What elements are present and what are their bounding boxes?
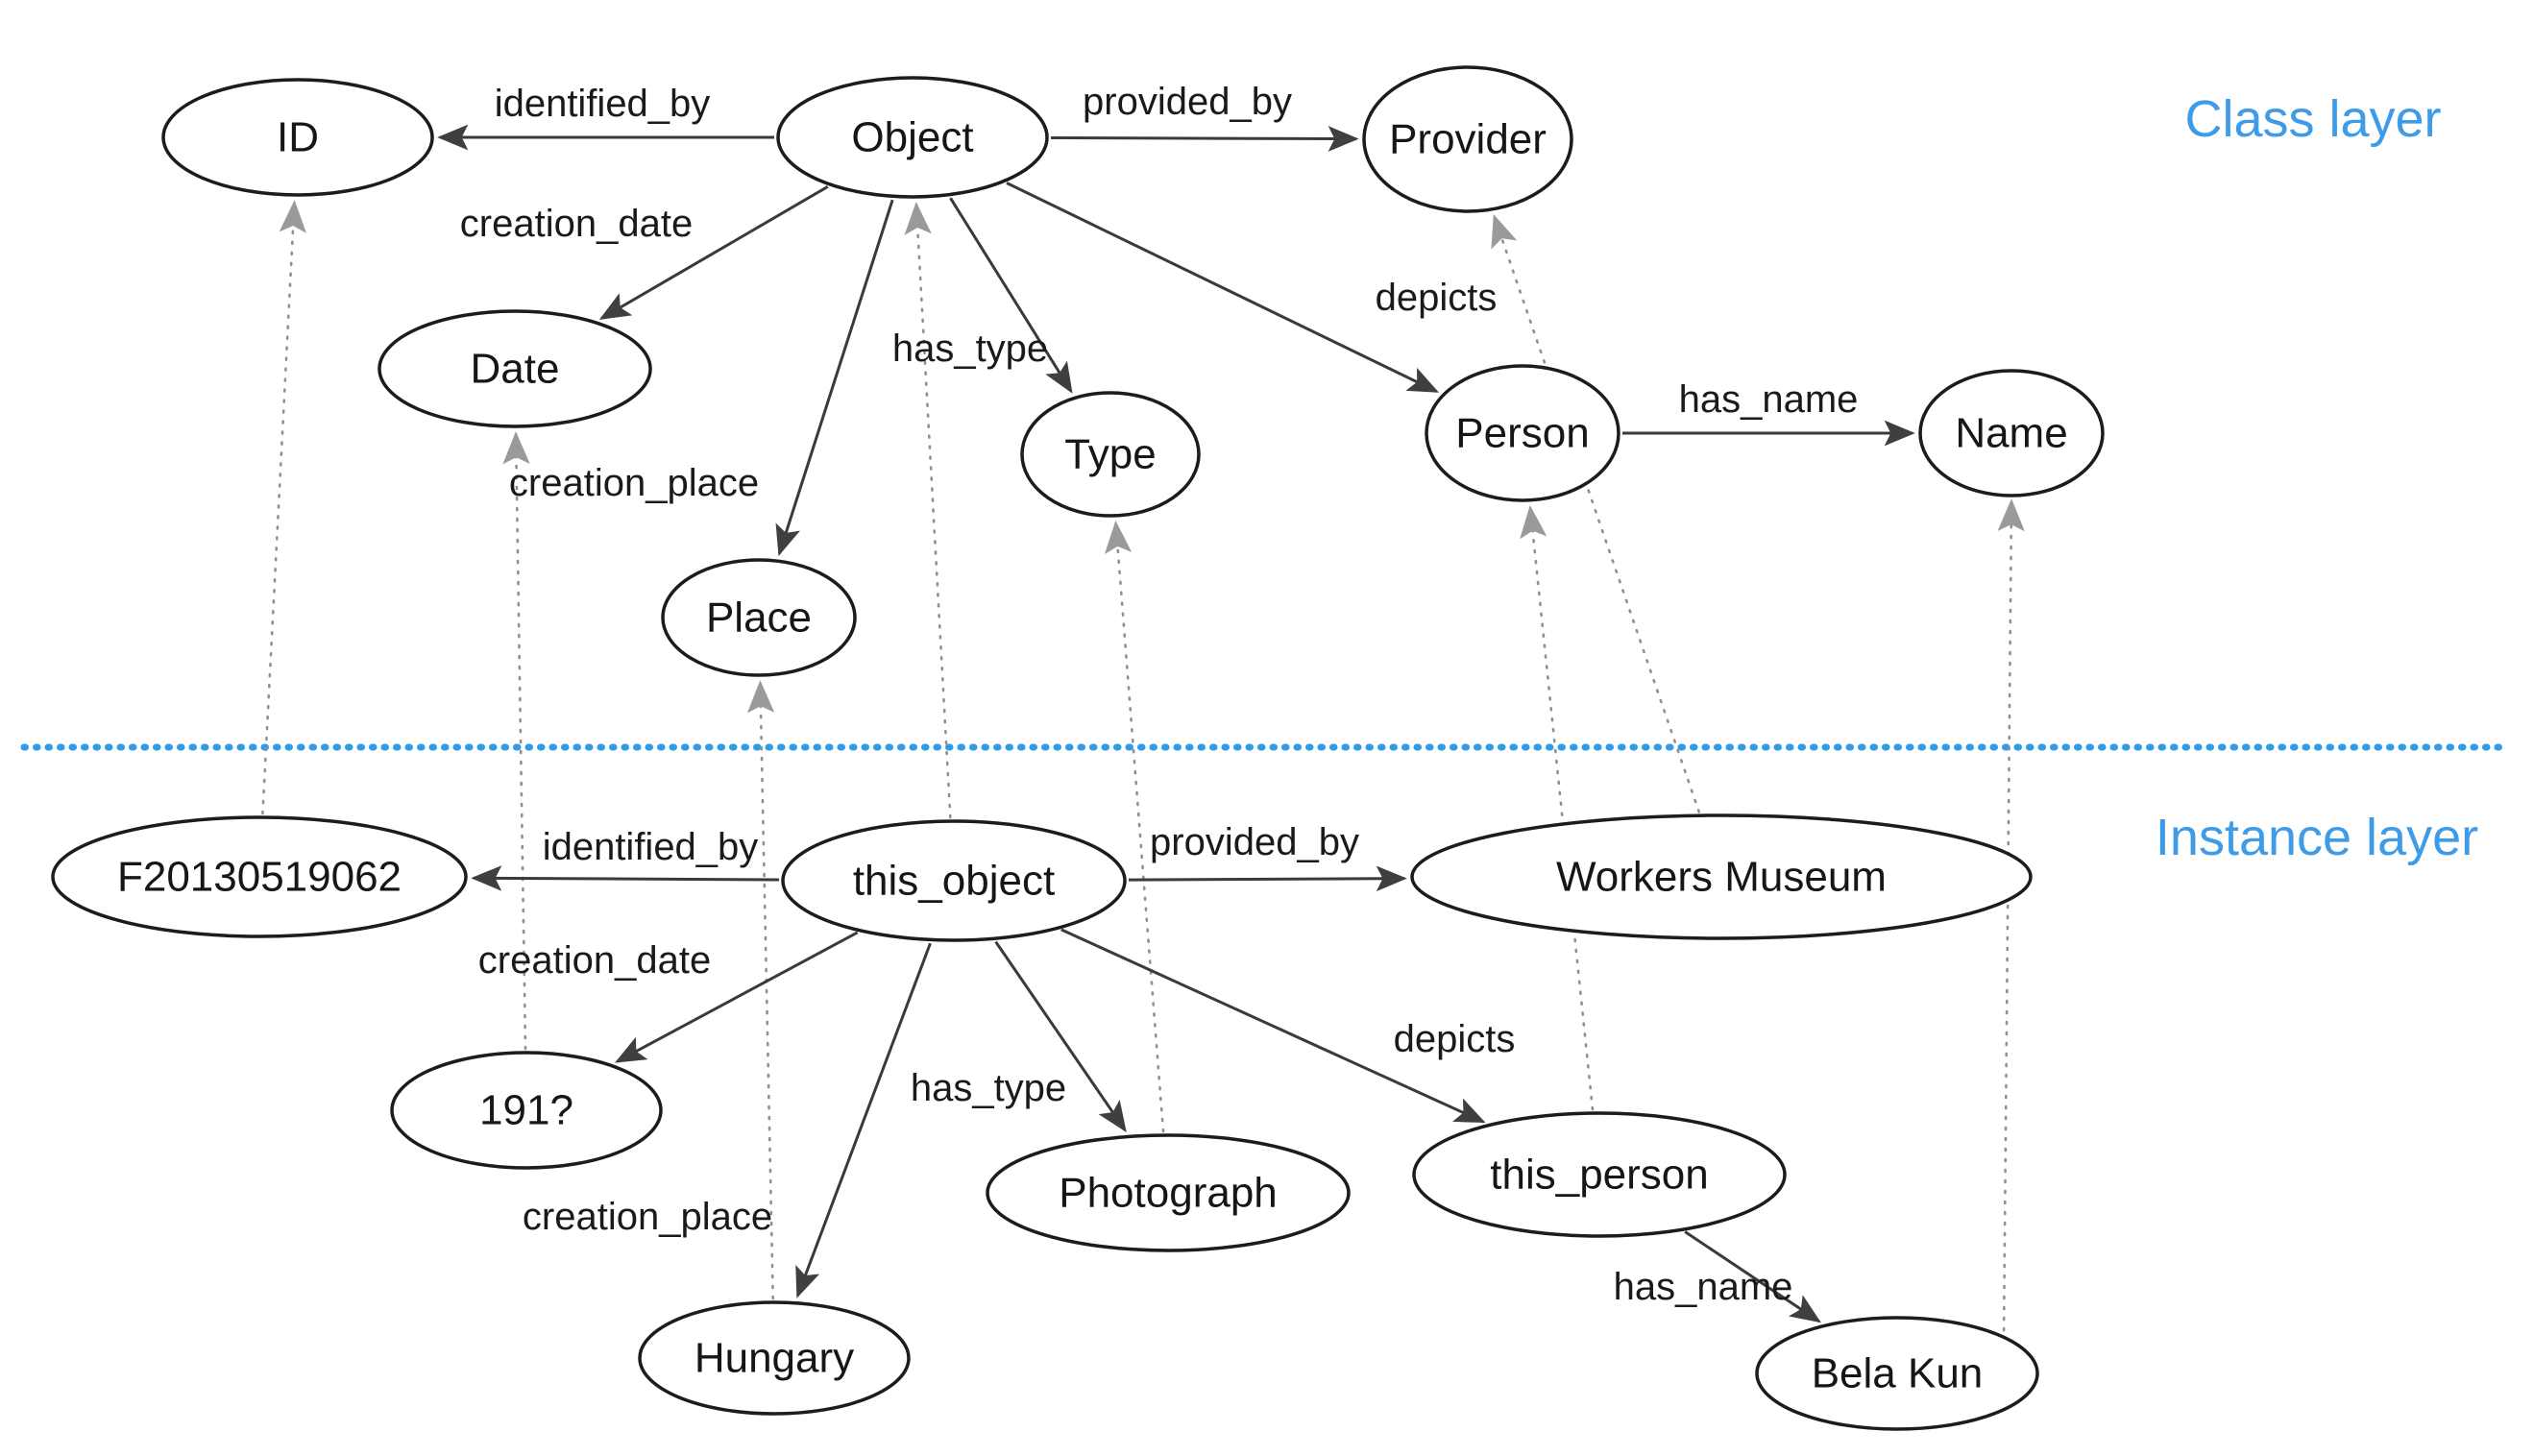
instance-of-link-hungary-to-place [746,680,775,1300]
relation-edge-has_type-object [949,197,1073,394]
relation-label-depicts-object: depicts [1376,277,1498,319]
relation-edge-identified_by-this_object [471,865,780,891]
node-provider-label: Provider [1389,116,1547,163]
node-place-label: Place [706,595,812,642]
instance-of-link-this_person-to-person [1520,504,1595,1111]
relation-edge-creation_place-this_object [795,942,932,1298]
relation-label-has_type-object: has_type [892,328,1048,370]
node-place: Place [661,558,857,677]
relation-label-has_name-this_person: has_name [1614,1266,1793,1308]
node-bela_kun-label: Bela Kun [1812,1350,1984,1397]
node-date_191-label: 191? [479,1087,573,1134]
node-place-ellipse [661,558,857,677]
relation-edges [437,124,1915,1323]
relation-edge-creation_date-this_object [615,931,859,1063]
node-name-ellipse [1918,369,2105,497]
node-this_object-ellipse [781,819,1127,942]
relation-edge-provided_by-this_object [1128,865,1407,892]
relation-edge-creation_place-object [775,199,894,556]
node-workers_museum: Workers Museum [1410,813,2033,940]
instance-of-link-f_id-to-id [261,200,306,815]
node-this_object: this_object [781,819,1127,942]
node-photograph-label: Photograph [1059,1170,1278,1217]
node-date-label: Date [471,346,560,393]
relation-edge-has_type-this_object [994,940,1127,1132]
node-hungary-ellipse [638,1300,911,1416]
relation-label-creation_date-this_object: creation_date [478,939,711,982]
node-provider-ellipse [1362,65,1573,213]
node-bela_kun-ellipse [1755,1316,2039,1431]
relation-label-provided_by-object: provided_by [1083,81,1292,123]
node-type-ellipse [1020,391,1201,518]
node-date_191-ellipse [390,1051,663,1170]
relation-label-identified_by-this_object: identified_by [543,826,759,868]
node-hungary: Hungary [638,1300,911,1416]
class-layer-label: Class layer [2184,90,2441,148]
node-object-ellipse [776,76,1049,199]
node-date_191: 191? [390,1051,663,1170]
node-name: Name [1918,369,2105,497]
node-id-label: ID [277,114,319,161]
instance-of-link-photograph-to-type [1104,521,1165,1133]
node-person-label: Person [1455,410,1589,457]
node-type: Type [1020,391,1201,518]
node-person-ellipse [1425,364,1620,502]
relation-label-identified_by-object: identified_by [495,83,711,125]
relation-label-creation_place-this_object: creation_place [523,1196,772,1238]
relation-label-has_name-person: has_name [1679,378,1859,421]
relation-label-creation_date-object: creation_date [460,203,693,245]
node-id-ellipse [161,78,434,197]
relation-edge-has_name-this_person [1684,1230,1821,1323]
relation-label-creation_place-object: creation_place [509,462,759,504]
instance-of-link-date_191-to-date [502,431,530,1051]
node-f_id: F20130519062 [51,815,468,938]
relation-edge-provided_by-object [1050,126,1359,152]
instance-of-link-workers_museum-to-provider [1491,213,1701,813]
relation-label-depicts-this_object: depicts [1394,1018,1516,1060]
node-provider: Provider [1362,65,1573,213]
node-id: ID [161,78,434,197]
node-workers_museum-ellipse [1410,813,2033,940]
node-name-label: Name [1955,410,2067,457]
node-this_person-ellipse [1412,1111,1787,1238]
instance-layer-label: Instance layer [2156,809,2478,866]
node-bela_kun: Bela Kun [1755,1316,2039,1431]
node-date: Date [378,309,652,428]
node-object-label: Object [851,114,973,161]
node-type-label: Type [1064,431,1156,478]
node-this_object-label: this_object [853,858,1055,905]
instance-of-links [261,200,2025,1343]
node-this_person-label: this_person [1490,1152,1708,1199]
relation-edge-depicts-object [1006,182,1440,393]
instance-of-link-this_object-to-object [904,202,952,819]
relation-edge-depicts-this_object [1060,928,1486,1124]
relation-edge-creation_date-object [598,185,829,320]
node-person: Person [1425,364,1620,502]
node-f_id-ellipse [51,815,468,938]
relation-label-provided_by-this_object: provided_by [1150,821,1359,863]
node-workers_museum-label: Workers Museum [1556,854,1887,901]
node-f_id-label: F20130519062 [117,854,402,901]
node-object: Object [776,76,1049,199]
node-photograph: Photograph [986,1133,1351,1252]
node-photograph-ellipse [986,1133,1351,1252]
relation-label-has_type-this_object: has_type [911,1067,1066,1109]
node-this_person: this_person [1412,1111,1787,1238]
node-date-ellipse [378,309,652,428]
instance-of-link-bela_kun-to-name [1997,498,2025,1343]
node-hungary-label: Hungary [694,1335,854,1382]
